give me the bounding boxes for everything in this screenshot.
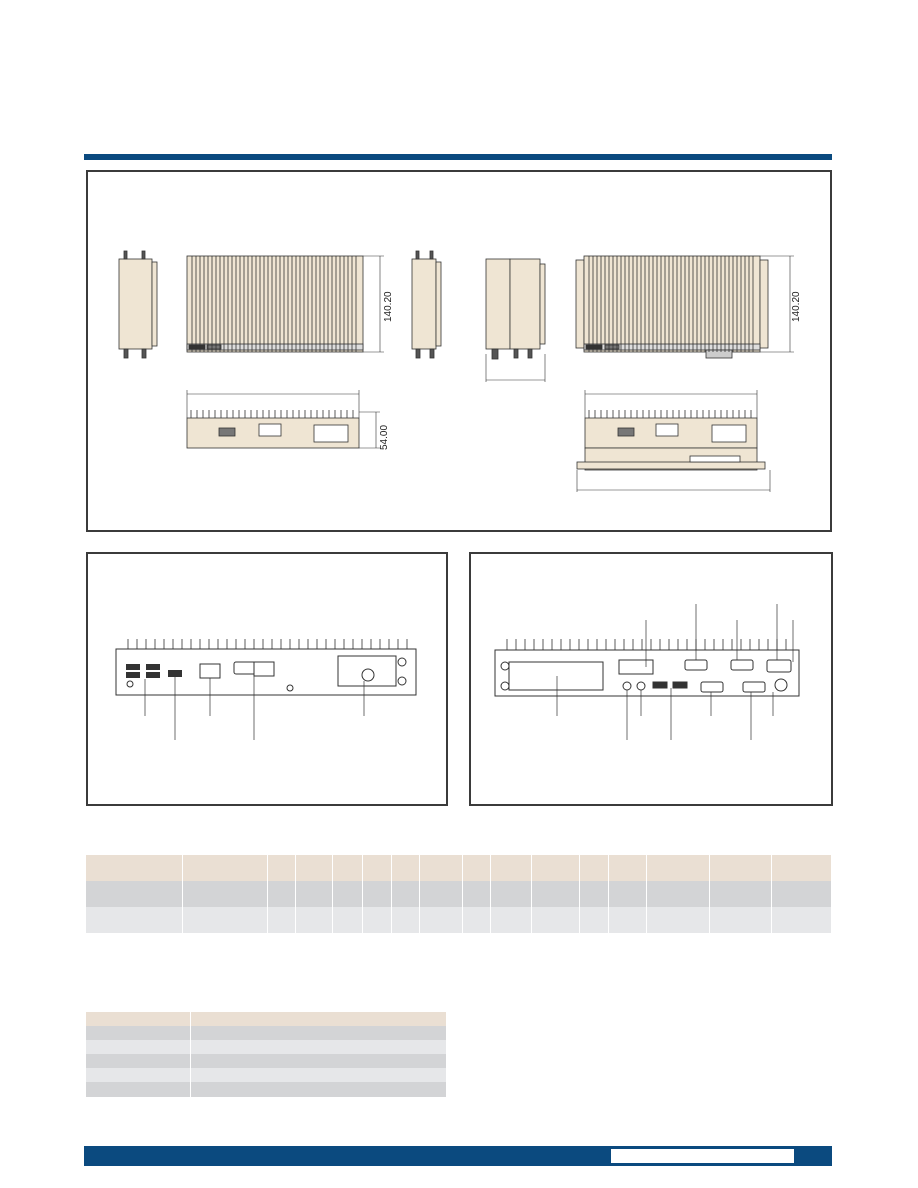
rear-callouts <box>556 604 794 740</box>
rear-fins <box>506 639 787 650</box>
top-view-1 <box>186 255 364 353</box>
options-table-row <box>86 1026 447 1040</box>
options-table-row <box>86 1082 447 1097</box>
footer-box <box>611 1149 794 1163</box>
side-view-middle <box>411 250 442 359</box>
front-fins <box>127 639 408 649</box>
front-io-drawing <box>115 639 417 740</box>
options-table-row <box>86 1068 447 1082</box>
spec-table-row <box>86 907 833 933</box>
spec-table-row <box>86 881 833 907</box>
dimensions-panel: 140.20 140.20 54.00 <box>86 170 832 532</box>
front-callouts <box>144 676 365 740</box>
side-view-left <box>118 250 158 359</box>
front-ports <box>126 655 407 692</box>
depth-dimension: 54.00 <box>379 425 390 450</box>
front-view-1 <box>186 417 360 449</box>
options-table-row <box>86 1054 447 1068</box>
header-rule <box>84 154 832 160</box>
dimension-lines <box>186 255 794 492</box>
dimension-drawings: 140.20 140.20 54.00 <box>118 250 802 492</box>
options-table <box>86 1012 447 1097</box>
rear-ports <box>500 659 792 693</box>
heatsink-fins <box>190 256 754 418</box>
spec-table <box>86 855 833 933</box>
spec-table-header-row <box>86 855 833 881</box>
rear-io-drawing <box>494 604 800 740</box>
options-table-row <box>86 1040 447 1054</box>
height-dimension-2: 140.20 <box>791 291 802 322</box>
rear-io-panel <box>469 552 833 806</box>
front-view-2 <box>576 417 766 471</box>
height-dimension-1: 140.20 <box>383 291 394 322</box>
side-view-expansion <box>485 258 546 360</box>
front-io-panel <box>86 552 448 806</box>
options-table-header-row <box>86 1012 447 1026</box>
